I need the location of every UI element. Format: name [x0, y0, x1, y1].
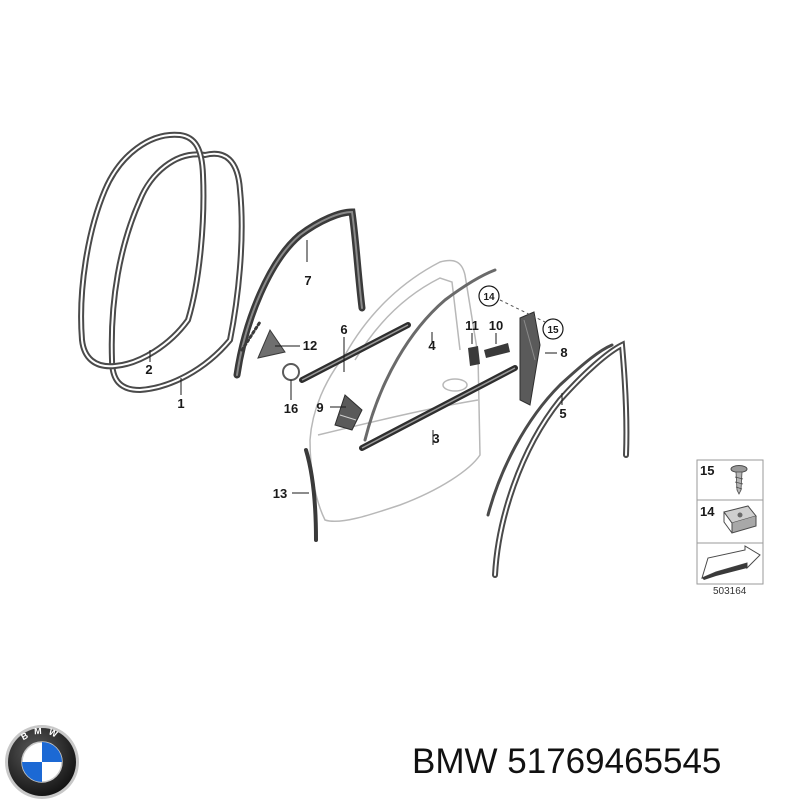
- mirror-bracket: [334, 394, 363, 431]
- rear-door-seal: [486, 340, 630, 578]
- part-caption: BMW 51769465545: [412, 742, 721, 782]
- fastener-legend: 15 14: [696, 459, 764, 585]
- callout-11: 11: [465, 318, 479, 333]
- callout-3: 3: [432, 431, 439, 446]
- brand-name: BMW: [412, 742, 498, 781]
- belt-strip-lower: [359, 365, 518, 451]
- callout-14: 14: [483, 292, 495, 303]
- callout-16: 16: [284, 401, 298, 416]
- b-pillar-trim: [519, 311, 541, 406]
- callout-10: 10: [489, 318, 503, 333]
- callout-5: 5: [559, 406, 566, 421]
- clip-10: [484, 343, 510, 358]
- clip-nut-icon: [723, 505, 757, 534]
- bmw-logo: BMW: [5, 725, 79, 799]
- belt-strip-outer: [299, 322, 411, 383]
- callouts: 1 2 7 12 16 6 9 4 3 11 10 8 5 13 14 15: [145, 273, 567, 501]
- arrow-icon: [701, 545, 761, 580]
- callout-15: 15: [547, 325, 559, 336]
- window-frame-trim: [233, 208, 366, 379]
- clip-11: [468, 346, 480, 366]
- callout-15-circle: [542, 318, 564, 340]
- door-seal-outer: [108, 150, 245, 393]
- door-seal-inner: [78, 131, 207, 370]
- legend-label-14: 14: [700, 504, 715, 519]
- screw-icon: [730, 465, 748, 495]
- callout-9: 9: [316, 400, 323, 415]
- leader-lines: [149, 240, 563, 494]
- callout-8: 8: [560, 345, 567, 360]
- callout-2: 2: [145, 362, 152, 377]
- callout-13: 13: [273, 486, 287, 501]
- fastener-guide: [499, 299, 546, 323]
- door-shell: [309, 259, 481, 523]
- callout-12: 12: [303, 338, 317, 353]
- window-channel: [363, 268, 497, 442]
- diagram-code: 503164: [713, 586, 747, 597]
- callout-1: 1: [177, 396, 184, 411]
- legend-label-15: 15: [700, 463, 714, 478]
- callout-14-circle: [478, 285, 500, 307]
- callout-4: 4: [428, 338, 436, 353]
- callout-6: 6: [340, 322, 347, 337]
- grommet-ring: [282, 363, 300, 381]
- callout-7: 7: [304, 273, 311, 288]
- part-number: 51769465545: [507, 742, 722, 781]
- front-edge-seal: [304, 448, 318, 542]
- mirror-triangle: [257, 328, 286, 359]
